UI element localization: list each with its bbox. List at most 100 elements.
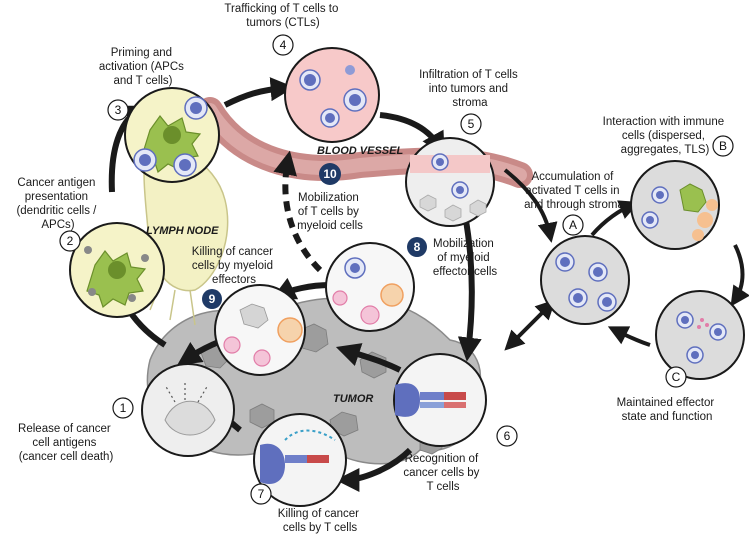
svg-text:10: 10 <box>323 167 337 181</box>
badge-6: 6 <box>496 425 518 447</box>
step-10-label-line: myeloid cells <box>297 220 363 232</box>
step-5-circle <box>405 137 495 227</box>
step-1-label-line: cell antigens <box>32 437 96 449</box>
badge-a: A <box>562 214 584 236</box>
step-4-label-line: tumors (CTLs) <box>246 17 320 29</box>
substep-a-label-line: and through stroma <box>524 199 624 211</box>
step-6-label: Recognition of cancer cells by T cells <box>403 453 482 493</box>
badge-1: 1 <box>112 397 134 419</box>
svg-text:1: 1 <box>120 401 127 415</box>
step-9-circle <box>214 284 306 376</box>
svg-text:5: 5 <box>468 117 475 131</box>
svg-text:A: A <box>569 218 577 232</box>
substep-c-circle <box>655 290 745 380</box>
step-3-label: Priming and activation (APCs and T cells… <box>99 47 187 87</box>
step-6-label-line: T cells <box>426 481 459 493</box>
step-7-circle <box>253 413 347 507</box>
step-5-label-line: stroma <box>452 97 488 109</box>
badge-2: 2 <box>59 230 81 252</box>
step-2-label-line: presentation <box>25 191 88 203</box>
side-loop-arrows <box>503 168 749 351</box>
arrow-5-to-6 <box>457 214 482 362</box>
step-9-label: Killing of cancer cells by myeloid effec… <box>192 246 276 286</box>
step-4-label-line: Trafficking of T cells to <box>224 3 338 15</box>
arrow-6-to-9 <box>335 343 402 373</box>
badge-10: 10 <box>319 163 341 185</box>
substep-b-label: Interaction with immune cells (dispersed… <box>603 116 728 156</box>
step-1-circle <box>141 363 235 457</box>
badge-7: 7 <box>250 483 272 505</box>
step-5-label-line: Infiltration of T cells <box>419 69 518 81</box>
substep-b-label-line: cells (dispersed, <box>622 130 705 142</box>
step-9-label-line: Killing of cancer <box>192 246 273 258</box>
step-4-circle <box>284 47 380 143</box>
tumor-label: TUMOR <box>333 393 373 405</box>
step-2-label-line: APCs) <box>41 219 74 231</box>
svg-text:8: 8 <box>414 240 421 254</box>
step-3-label-line: activation (APCs <box>99 61 184 73</box>
substep-a-label-line: Accumulation of <box>531 171 614 183</box>
arrow-10-dashed <box>273 150 323 273</box>
arrow-3-to-4 <box>223 77 295 108</box>
step-5-label: Infiltration of T cells into tumors and … <box>419 69 521 109</box>
substep-labels: Accumulation of activated T cells in and… <box>524 116 728 423</box>
step-7-label: Killing of cancer cells by T cells <box>278 508 362 534</box>
svg-text:B: B <box>719 139 727 153</box>
step-9-label-line: effectors <box>212 274 256 286</box>
step-badges: 1 2 3 4 5 6 7 8 <box>59 34 734 505</box>
step-1-label: Release of cancer cell antigens (cancer … <box>18 423 114 463</box>
step-8-label: Mobilization of myeloid effector cells <box>433 238 498 278</box>
step-3-label-line: Priming and <box>111 47 172 59</box>
substep-c-label-line: state and function <box>622 411 713 423</box>
badge-9: 9 <box>202 289 222 309</box>
svg-text:7: 7 <box>258 487 265 501</box>
substep-b-circle <box>630 160 720 250</box>
lymph-node-shape: LYMPH NODE <box>143 146 229 326</box>
svg-text:2: 2 <box>67 234 74 248</box>
step-8-label-line: Mobilization <box>433 238 494 250</box>
badge-3: 3 <box>107 99 129 121</box>
step-10-label-line: Mobilization <box>298 192 359 204</box>
step-1-label-line: Release of cancer <box>18 423 111 435</box>
step-10-label-line: of T cells by <box>298 206 359 218</box>
dendritic-cell-icon <box>86 250 147 309</box>
step-8-label-line: of myeloid <box>437 252 489 264</box>
svg-text:C: C <box>672 370 681 384</box>
substep-b-label-line: aggregates, TLS) <box>621 144 710 156</box>
badge-8: 8 <box>407 237 427 257</box>
substep-a-label-line: activated T cells in <box>525 185 619 197</box>
step-9-label-line: cells by myeloid <box>192 260 273 272</box>
badge-b: B <box>712 135 734 157</box>
step-labels: Release of cancer cell antigens (cancer … <box>16 3 521 534</box>
substep-c-label-line: Maintained effector <box>617 397 715 409</box>
badge-5: 5 <box>460 113 482 135</box>
step-8-circle <box>325 242 415 332</box>
step-7-label-line: cells by T cells <box>283 522 358 534</box>
svg-text:6: 6 <box>504 429 511 443</box>
svg-text:3: 3 <box>115 103 122 117</box>
step-6-label-line: cancer cells by <box>403 467 479 479</box>
svg-text:4: 4 <box>280 38 287 52</box>
step-6-label-line: Recognition of <box>405 453 479 465</box>
substep-c-label: Maintained effector state and function <box>617 397 718 423</box>
step-8-label-line: effector cells <box>433 266 498 278</box>
arrow-6-to-7 <box>335 447 413 492</box>
step-3-label-line: and T cells) <box>113 75 172 87</box>
substep-a-label: Accumulation of activated T cells in and… <box>524 171 624 211</box>
substep-b-label-line: Interaction with immune <box>603 116 724 128</box>
step-5-label-line: into tumors and <box>429 83 508 95</box>
step-2-label-line: Cancer antigen <box>17 177 95 189</box>
step-4-label: Trafficking of T cells to tumors (CTLs) <box>224 3 341 29</box>
substep-a-circle <box>540 235 630 325</box>
step-2-label-line: (dendritic cells / <box>16 205 97 217</box>
badge-4: 4 <box>272 34 294 56</box>
step-3-circle <box>124 87 220 183</box>
step-6-circle <box>393 353 487 447</box>
step-7-label-line: Killing of cancer <box>278 508 359 520</box>
svg-text:9: 9 <box>209 292 216 306</box>
blood-vessel-label: BLOOD VESSEL <box>317 145 403 157</box>
step-2-label: Cancer antigen presentation (dendritic c… <box>16 177 99 231</box>
step-2-circle <box>69 222 165 318</box>
step-1-label-line: (cancer cell death) <box>19 451 114 463</box>
